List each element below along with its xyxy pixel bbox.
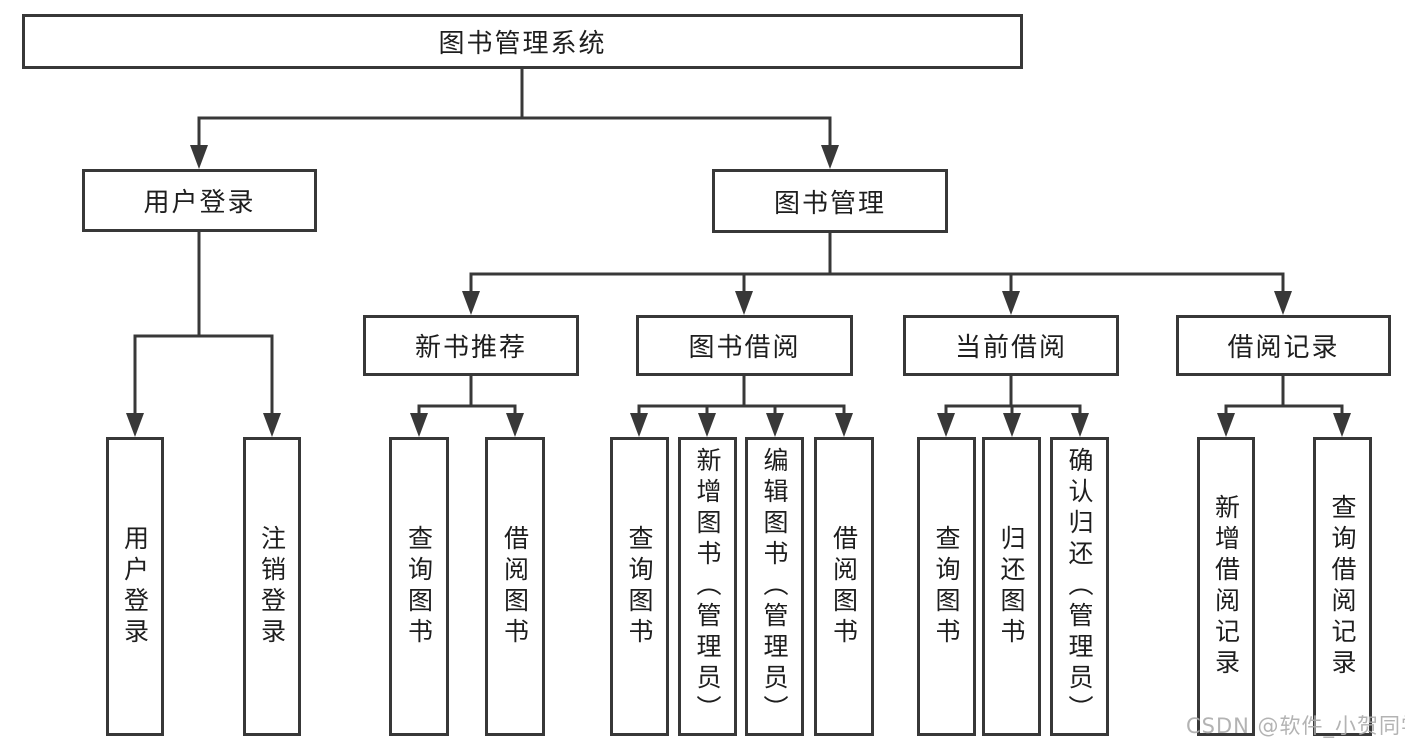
- leaf-add-books-admin: 新增图书（管理员）: [678, 437, 737, 736]
- edge-newbooks-to-leaves: [417, 376, 517, 418]
- node-book-borrowing: 图书借阅: [636, 315, 853, 376]
- leaf-query-books: 查询图书: [610, 437, 669, 736]
- leaf-label: 新增图书（管理员）: [693, 447, 722, 726]
- arrowheads: [126, 145, 1351, 437]
- edge-userlogin-to-leaves: [133, 232, 274, 418]
- edge-currentborrow-to-leaves: [944, 376, 1082, 418]
- leaf-label: 借阅图书: [829, 524, 859, 649]
- leaf-label: 归还图书: [997, 524, 1026, 649]
- edge-bookmgmt-to-level3: [469, 233, 1285, 296]
- leaf-label: 查询图书: [932, 524, 961, 649]
- leaf-label: 注销登录: [257, 524, 287, 649]
- leaf-label: 借阅图书: [500, 524, 530, 649]
- leaf-query-books: 查询图书: [389, 437, 449, 736]
- node-new-book-recommend: 新书推荐: [363, 315, 579, 376]
- leaf-borrow-books: 借阅图书: [485, 437, 545, 736]
- leaf-label: 查询借阅记录: [1328, 493, 1357, 680]
- leaf-query-borrow-record: 查询借阅记录: [1313, 437, 1372, 736]
- leaf-label: 编辑图书（管理员）: [760, 447, 789, 726]
- node-library-management-system: 图书管理系统: [22, 14, 1023, 69]
- node-borrow-records: 借阅记录: [1176, 315, 1391, 376]
- leaf-logout: 注销登录: [243, 437, 301, 736]
- node-book-management: 图书管理: [712, 169, 948, 233]
- leaf-label: 用户登录: [120, 524, 150, 649]
- leaf-label: 确认归还（管理员）: [1065, 447, 1094, 726]
- leaf-label: 新增借阅记录: [1211, 493, 1241, 680]
- leaf-query-books: 查询图书: [917, 437, 976, 736]
- leaf-user-login: 用户登录: [106, 437, 164, 736]
- leaf-confirm-return-admin: 确认归还（管理员）: [1050, 437, 1109, 736]
- leaf-label: 查询图书: [404, 524, 434, 649]
- edge-root-to-level2: [197, 69, 832, 150]
- node-user-login: 用户登录: [82, 169, 317, 232]
- node-current-borrowing: 当前借阅: [903, 315, 1119, 376]
- leaf-return-books: 归还图书: [982, 437, 1041, 736]
- csdn-watermark: CSDN @软件_小贺同学: [1186, 714, 1405, 738]
- leaf-add-borrow-record: 新增借阅记录: [1197, 437, 1255, 736]
- edge-borrowrecords-to-leaves: [1224, 376, 1344, 418]
- leaf-borrow-books: 借阅图书: [814, 437, 874, 736]
- edge-bookborrow-to-leaves: [637, 376, 846, 418]
- leaf-edit-books-admin: 编辑图书（管理员）: [745, 437, 804, 736]
- leaf-label: 查询图书: [625, 524, 654, 649]
